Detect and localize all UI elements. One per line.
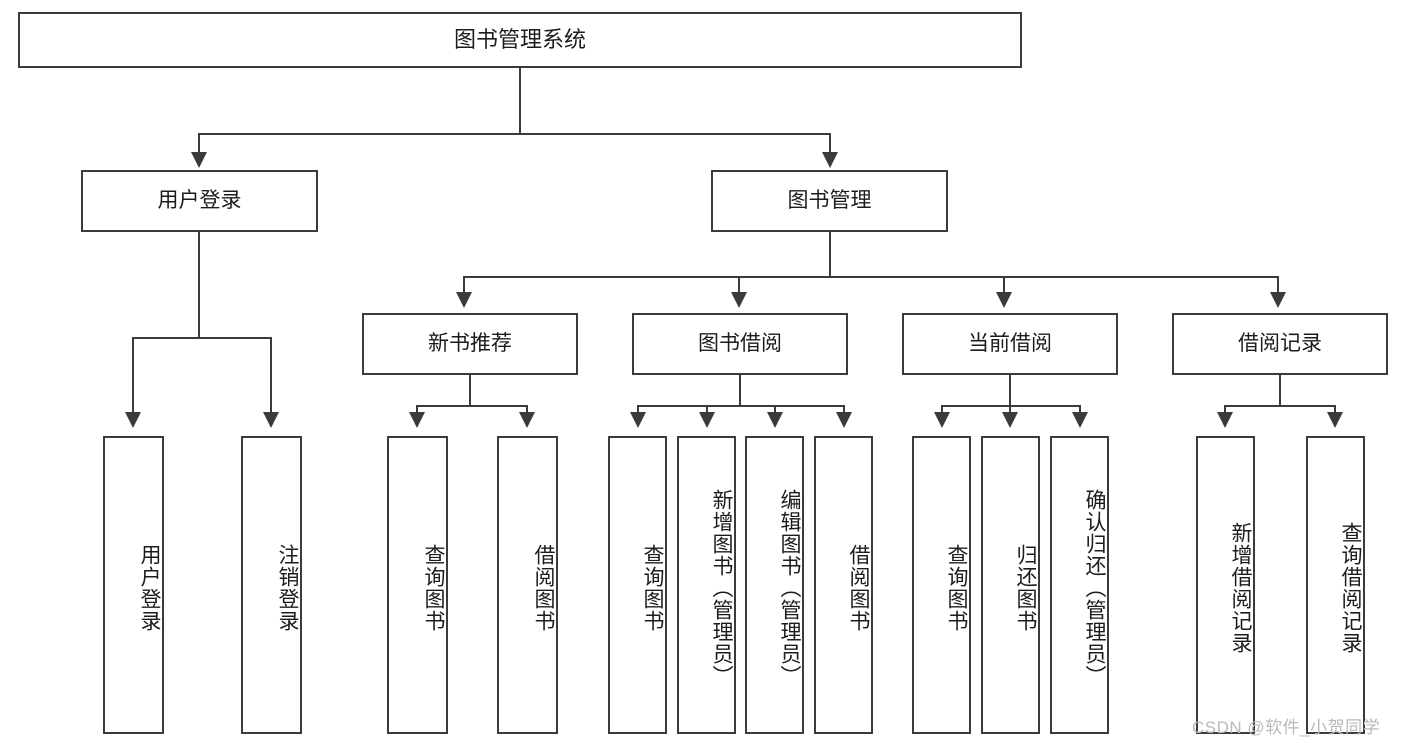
- connector-br-stem: [1279, 375, 1281, 406]
- leaf-nbr-query-book[interactable]: 查询图书: [387, 436, 448, 734]
- connector-bb-stem: [739, 375, 741, 406]
- watermark-credit: CSDN @软件_小贺同学: [1192, 718, 1381, 737]
- leaf-user-login[interactable]: 用户登录: [103, 436, 164, 734]
- node-root-book-management-system[interactable]: 图书管理系统: [18, 12, 1022, 68]
- leaf-bb-borrow-book[interactable]: 借阅图书: [814, 436, 873, 734]
- connector-user-login-drop-right: [270, 337, 272, 415]
- node-label: 借阅图书: [532, 544, 555, 632]
- arrow-to-book-borrow: [731, 292, 747, 308]
- connector-level3-drop-4: [1277, 276, 1279, 294]
- arrow-to-user-login: [191, 152, 207, 168]
- connector-bb-drop-2: [706, 405, 708, 415]
- connector-bb-drop-3: [774, 405, 776, 415]
- node-label: 借阅记录: [1238, 331, 1322, 355]
- arrow-to-br-leaf-2: [1327, 412, 1343, 428]
- arrow-to-nbr-leaf-1: [409, 412, 425, 428]
- arrow-to-current-borrow: [996, 292, 1012, 308]
- node-label: 查询图书: [641, 544, 664, 632]
- node-label: 确认归还（管理员）: [1083, 489, 1106, 687]
- connector-root-stem: [519, 68, 521, 134]
- connector-br-bus: [1224, 405, 1336, 407]
- leaf-bb-edit-book-admin[interactable]: 编辑图书（管理员）: [745, 436, 804, 734]
- leaf-logout[interactable]: 注销登录: [241, 436, 302, 734]
- connector-cb-drop-1: [941, 405, 943, 415]
- connector-level3-bus: [463, 276, 1279, 278]
- arrow-to-cb-leaf-3: [1072, 412, 1088, 428]
- node-label: 编辑图书（管理员）: [778, 489, 801, 687]
- arrow-to-bb-leaf-3: [767, 412, 783, 428]
- connector-user-login-drop-left: [132, 337, 134, 415]
- arrow-to-br-leaf-1: [1217, 412, 1233, 428]
- node-label: 查询借阅记录: [1339, 522, 1362, 654]
- leaf-bb-add-book-admin[interactable]: 新增图书（管理员）: [677, 436, 736, 734]
- connector-nbr-drop-1: [416, 405, 418, 415]
- arrow-to-leaf-logout: [263, 412, 279, 428]
- connector-bb-drop-4: [843, 405, 845, 415]
- leaf-cb-query-book[interactable]: 查询图书: [912, 436, 971, 734]
- arrow-to-cb-leaf-1: [934, 412, 950, 428]
- connector-root-drop-left: [198, 133, 200, 155]
- arrow-to-nbr-leaf-2: [519, 412, 535, 428]
- connector-nbr-drop-2: [526, 405, 528, 415]
- arrow-to-new-book-recommend: [456, 292, 472, 308]
- node-label: 归还图书: [1014, 544, 1037, 632]
- arrow-to-book-management: [822, 152, 838, 168]
- arrow-to-bb-leaf-4: [836, 412, 852, 428]
- connector-level3-drop-3: [1003, 276, 1005, 294]
- node-label: 用户登录: [138, 544, 161, 632]
- leaf-cb-confirm-return-admin[interactable]: 确认归还（管理员）: [1050, 436, 1109, 734]
- leaf-cb-return-book[interactable]: 归还图书: [981, 436, 1040, 734]
- connector-bb-bus: [637, 405, 845, 407]
- arrow-to-leaf-user-login: [125, 412, 141, 428]
- connector-root-drop-right: [829, 133, 831, 155]
- leaf-bb-query-book[interactable]: 查询图书: [608, 436, 667, 734]
- node-label: 新增借阅记录: [1229, 522, 1252, 654]
- node-label: 新增图书（管理员）: [710, 489, 733, 687]
- node-user-login[interactable]: 用户登录: [81, 170, 318, 232]
- node-label: 图书管理: [787, 188, 872, 212]
- leaf-nbr-borrow-book[interactable]: 借阅图书: [497, 436, 558, 734]
- connector-book-management-stem: [829, 232, 831, 277]
- connector-cb-drop-3: [1079, 405, 1081, 415]
- leaf-br-add-record[interactable]: 新增借阅记录: [1196, 436, 1255, 734]
- connector-root-bus: [198, 133, 831, 135]
- connector-level3-drop-2: [738, 276, 740, 294]
- connector-nbr-bus: [416, 405, 528, 407]
- connector-level3-drop-1: [463, 276, 465, 294]
- arrow-to-borrow-record: [1270, 292, 1286, 308]
- node-label: 当前借阅: [968, 331, 1052, 355]
- node-label: 用户登录: [157, 188, 242, 212]
- connector-bb-drop-1: [637, 405, 639, 415]
- node-label: 借阅图书: [847, 544, 870, 632]
- node-label: 图书管理系统: [453, 27, 586, 53]
- arrow-to-bb-leaf-2: [699, 412, 715, 428]
- connector-user-login-stem: [198, 232, 200, 338]
- node-label: 查询图书: [422, 544, 445, 632]
- node-label: 新书推荐: [428, 331, 512, 355]
- node-new-book-recommend[interactable]: 新书推荐: [362, 313, 578, 375]
- connector-cb-bus: [941, 405, 1081, 407]
- node-book-management[interactable]: 图书管理: [711, 170, 948, 232]
- node-label: 图书借阅: [698, 331, 782, 355]
- connector-br-drop-2: [1334, 405, 1336, 415]
- node-borrow-record[interactable]: 借阅记录: [1172, 313, 1388, 375]
- arrow-to-bb-leaf-1: [630, 412, 646, 428]
- connector-cb-stem: [1009, 375, 1011, 406]
- node-label: 注销登录: [276, 544, 299, 632]
- arrow-to-cb-leaf-2: [1002, 412, 1018, 428]
- node-current-borrow[interactable]: 当前借阅: [902, 313, 1118, 375]
- node-label: 查询图书: [945, 544, 968, 632]
- connector-user-login-bus: [132, 337, 272, 339]
- node-book-borrow[interactable]: 图书借阅: [632, 313, 848, 375]
- connector-cb-drop-2: [1009, 405, 1011, 415]
- leaf-br-query-record[interactable]: 查询借阅记录: [1306, 436, 1365, 734]
- connector-nbr-stem: [469, 375, 471, 406]
- connector-br-drop-1: [1224, 405, 1226, 415]
